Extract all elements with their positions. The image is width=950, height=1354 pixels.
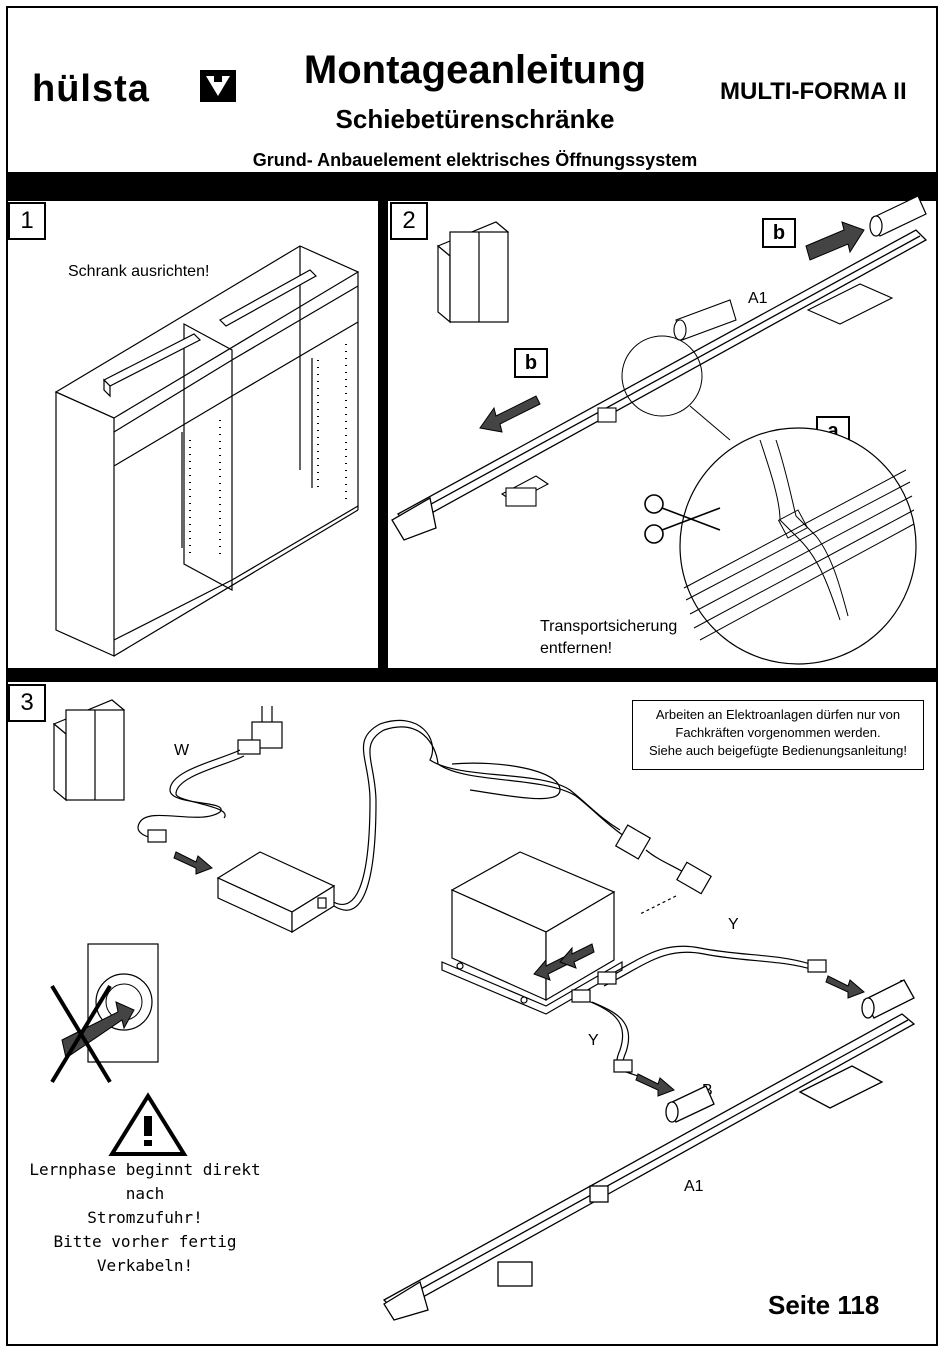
series-name: MULTI-FORMA II: [720, 78, 907, 105]
label-b-rail: B: [702, 1082, 713, 1099]
page-frame: [6, 6, 938, 1346]
warning-line-3: Siehe auch beigefügte Bedienungsanleitun…: [648, 743, 908, 758]
label-a-unit: A: [532, 948, 543, 965]
label-b-unit: B: [560, 932, 571, 949]
label-se: SE: [524, 874, 546, 891]
electrical-warning-box: Arbeiten an Elektroanlagen dürfen nur vo…: [632, 700, 924, 770]
note-line-2: Stromzufuhr!: [87, 1208, 203, 1227]
warning-line-2: Fachkräften vorgenommen werden.: [675, 725, 881, 740]
label-y-left: Y: [588, 1032, 599, 1049]
step-2-number: 2: [390, 202, 428, 240]
step-1-instruction: Schrank ausrichten!: [68, 263, 210, 280]
step-1-number: 1: [8, 202, 46, 240]
label-w: W: [174, 742, 190, 759]
note-line-3: Bitte vorher fertig Verkabeln!: [53, 1232, 237, 1275]
page-description: Grund- Anbauelement elektrisches Öffnung…: [252, 150, 698, 170]
page-subtitle: Schiebetürenschränke: [335, 104, 615, 134]
step-2-label-b-top: b: [762, 218, 796, 248]
warning-line-1: Arbeiten an Elektroanlagen dürfen nur vo…: [655, 707, 901, 722]
step-2-label-a: a: [816, 416, 850, 446]
label-a-rail: A: [896, 978, 907, 995]
learning-phase-note: Lernphase beginnt direkt nach Stromzufuh…: [20, 1158, 270, 1278]
note-line-1: Lernphase beginnt direkt nach: [29, 1160, 261, 1203]
step-2-part-a1: A1: [748, 290, 768, 307]
label-y-top: Y: [728, 916, 739, 933]
header-band: [6, 172, 938, 200]
page-title: Montageanleitung: [303, 48, 647, 92]
brand-logo-text: hülsta: [32, 68, 150, 110]
step-2-label-b-left: b: [514, 348, 548, 378]
step-2-instruction-2: entfernen!: [540, 640, 613, 657]
label-z: Z: [266, 872, 276, 889]
page-number: Seite 118: [768, 1290, 880, 1320]
step-2-instruction-1: Transportsicherung: [540, 618, 678, 635]
step-3-part-a1: A1: [684, 1178, 704, 1195]
step-3-number: 3: [8, 684, 46, 722]
